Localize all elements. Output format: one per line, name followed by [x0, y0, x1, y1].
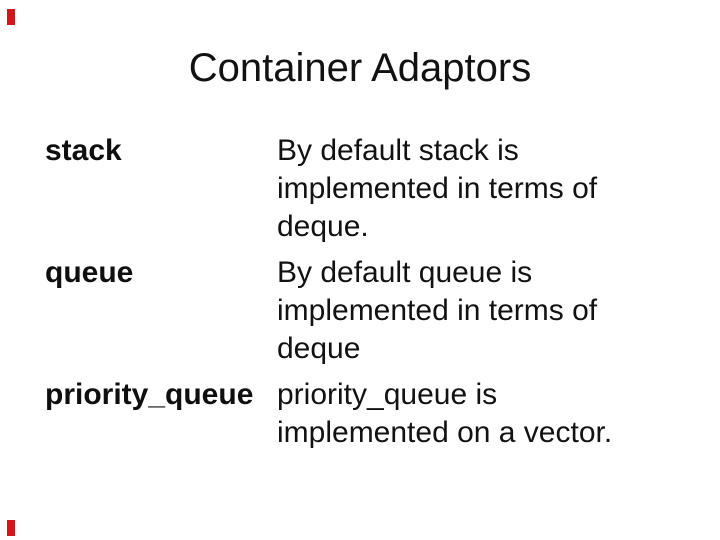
term-description: By default stack is implemented in terms …: [277, 132, 625, 246]
description-line: implemented in terms of: [277, 172, 598, 205]
definition-row: queue By default queue is implemented in t…: [45, 254, 635, 368]
slide-title: Container Adaptors: [188, 46, 532, 90]
term-description: priority_queue is implemented on a vector…: [277, 376, 625, 452]
description-line: implemented on a vector.: [277, 416, 613, 449]
term-label: queue: [45, 256, 134, 289]
description-line: By default stack is: [277, 134, 519, 167]
term-description: By default queue is implemented in terms …: [277, 254, 625, 368]
term-label: priority_queue: [45, 378, 254, 411]
description-line: deque.: [277, 210, 369, 243]
red-corner-mark-top: [7, 9, 15, 25]
description-line: deque: [277, 332, 361, 365]
term-label: stack: [45, 134, 122, 167]
definition-list: stack By default stack is implemented in t…: [45, 132, 635, 452]
description-line: By default queue is: [277, 256, 533, 289]
definition-row: priority_queue priority_queue is implement…: [45, 376, 635, 452]
definition-row: stack By default stack is implemented in t…: [45, 132, 635, 246]
description-line: implemented in terms of: [277, 294, 598, 327]
description-line: priority_queue is: [277, 378, 498, 411]
red-corner-mark-bottom: [7, 520, 15, 536]
